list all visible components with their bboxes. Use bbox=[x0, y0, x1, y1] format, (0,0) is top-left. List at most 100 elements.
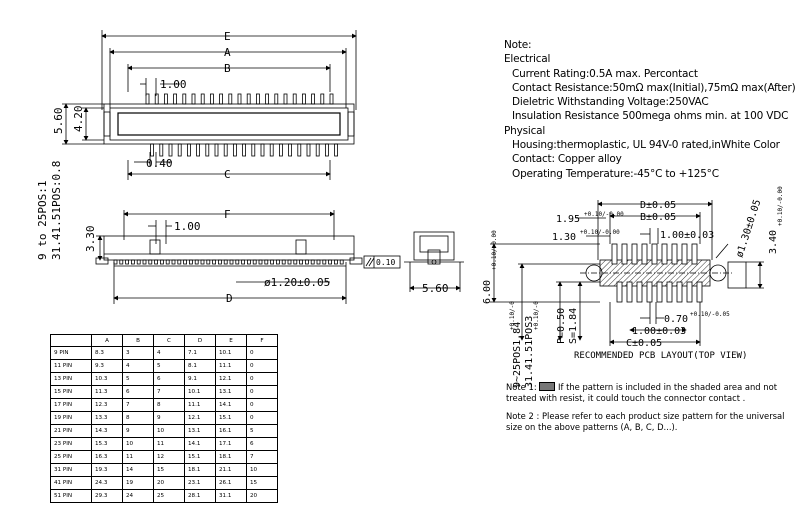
table-cell: 12 bbox=[153, 450, 185, 464]
table-cell: 10 bbox=[122, 437, 154, 451]
pcb-dim-600: 6.00 bbox=[482, 280, 493, 304]
dim-front-pitch: 1.00 bbox=[174, 220, 201, 233]
notes-heading: Note: bbox=[504, 39, 532, 51]
table-cell: 15 PIN bbox=[50, 385, 92, 399]
pcb-pad bbox=[611, 243, 618, 265]
pcb-dim-pitch2: 1.00±0.03 bbox=[632, 326, 686, 337]
connector-pin bbox=[188, 259, 193, 265]
pcb-pad bbox=[626, 281, 633, 303]
connector-pin bbox=[275, 259, 280, 265]
table-cell: 28.1 bbox=[184, 489, 216, 503]
connector-pin bbox=[159, 259, 164, 265]
connector-pin bbox=[212, 259, 217, 265]
connector-pin bbox=[270, 259, 275, 265]
connector-pin bbox=[311, 93, 316, 105]
table-cell: 7 bbox=[246, 450, 278, 464]
connector-pin bbox=[322, 259, 327, 265]
connector-pin bbox=[130, 259, 135, 265]
table-cell: 21 PIN bbox=[50, 424, 92, 438]
pcb-pad bbox=[676, 281, 683, 303]
pcb-pad bbox=[646, 281, 653, 303]
connector-pin bbox=[242, 143, 247, 157]
table-cell: 7 bbox=[153, 385, 185, 399]
connector-pin bbox=[183, 259, 188, 265]
connector-pin bbox=[264, 259, 269, 265]
dim-c: C bbox=[224, 168, 231, 181]
dim-b: B bbox=[224, 62, 231, 75]
pcb-pad bbox=[686, 281, 693, 303]
connector-pin bbox=[191, 93, 196, 105]
table-header-cell: B bbox=[122, 334, 154, 347]
table-cell: 10.1 bbox=[215, 346, 247, 360]
table-cell: 0 bbox=[246, 346, 278, 360]
connector-pin bbox=[301, 93, 306, 105]
connector-pin bbox=[154, 259, 159, 265]
pcb-pad bbox=[696, 281, 703, 303]
table-cell: 25 bbox=[153, 489, 185, 503]
table-cell: 0 bbox=[246, 372, 278, 386]
pcb-dim-pitch: 1.00±0.03 bbox=[660, 230, 714, 241]
connector-pin bbox=[320, 93, 325, 105]
connector-pin bbox=[145, 93, 150, 105]
connector-pin bbox=[306, 143, 311, 157]
table-cell: 7.1 bbox=[184, 346, 216, 360]
table-cell: 11.1 bbox=[184, 398, 216, 412]
pcb-pad bbox=[616, 281, 623, 303]
connector-pin bbox=[177, 259, 182, 265]
pcb-dim-340-tol: +0.10/-0.00 bbox=[777, 186, 784, 226]
dim-side-width: 5.60 bbox=[422, 282, 449, 295]
connector-pin bbox=[119, 259, 124, 265]
table-cell: 51 PIN bbox=[50, 489, 92, 503]
pcb-dim-070: 0.70 bbox=[664, 314, 688, 325]
table-cell: 24 bbox=[122, 489, 154, 503]
table-cell: 41 PIN bbox=[50, 476, 92, 490]
connector-pin bbox=[235, 259, 240, 265]
contact-material: Contact: Copper alloy bbox=[512, 153, 622, 166]
dim-h330: 3.30 bbox=[84, 226, 97, 253]
table-cell: 18.1 bbox=[215, 450, 247, 464]
pcb-s: S=1.84 bbox=[568, 308, 579, 344]
pcb-dim-195-tol: +0.10/-0.00 bbox=[584, 211, 624, 218]
connector-pin bbox=[205, 143, 210, 157]
table-cell: 0 bbox=[246, 385, 278, 399]
table-cell: 9 bbox=[122, 424, 154, 438]
table-cell: 16.1 bbox=[215, 424, 247, 438]
pcb-dim-130-tol: +0.10/-0.00 bbox=[580, 229, 620, 236]
table-cell: 11 PIN bbox=[50, 359, 92, 373]
pcb-dim-195: 1.95 bbox=[556, 214, 580, 225]
connector-pin bbox=[333, 259, 338, 265]
table-cell: 12.1 bbox=[184, 411, 216, 425]
table-cell: 5 bbox=[153, 359, 185, 373]
insulation-resistance: Insulation Resistance 500mega ohms min. … bbox=[512, 110, 789, 123]
table-cell: 4 bbox=[122, 359, 154, 373]
vertical-label-1: 9 to 25POS:1 bbox=[36, 181, 49, 260]
connector-pin bbox=[278, 143, 283, 157]
pcb-pad bbox=[631, 243, 638, 265]
table-cell: 6 bbox=[246, 437, 278, 451]
footnote-1-text: If the pattern is included in the shaded… bbox=[506, 382, 778, 403]
pcb-v1-tol: +0.10/-0 bbox=[509, 301, 516, 330]
connector-pin bbox=[223, 143, 228, 157]
table-cell: 13.1 bbox=[215, 385, 247, 399]
pcb-layout bbox=[490, 200, 764, 346]
connector-pin bbox=[274, 93, 279, 105]
pcb-dim-600-tol: +0.10/-0.00 bbox=[491, 230, 498, 270]
connector-pin bbox=[163, 93, 168, 105]
table-cell: 11 bbox=[153, 437, 185, 451]
table-cell: 7 bbox=[122, 398, 154, 412]
table-cell: 16.3 bbox=[91, 450, 123, 464]
shaded-area-swatch bbox=[539, 382, 556, 391]
connector-pin bbox=[293, 259, 298, 265]
table-cell: 19.3 bbox=[91, 463, 123, 477]
table-cell: 13 PIN bbox=[50, 372, 92, 386]
connector-pin bbox=[177, 143, 182, 157]
pcb-dim-hole: ø1.30±0.05 bbox=[734, 198, 763, 259]
connector-pin bbox=[241, 259, 246, 265]
pcb-dim-d: D±0.05 bbox=[640, 200, 676, 211]
physical-heading: Physical bbox=[504, 124, 546, 137]
